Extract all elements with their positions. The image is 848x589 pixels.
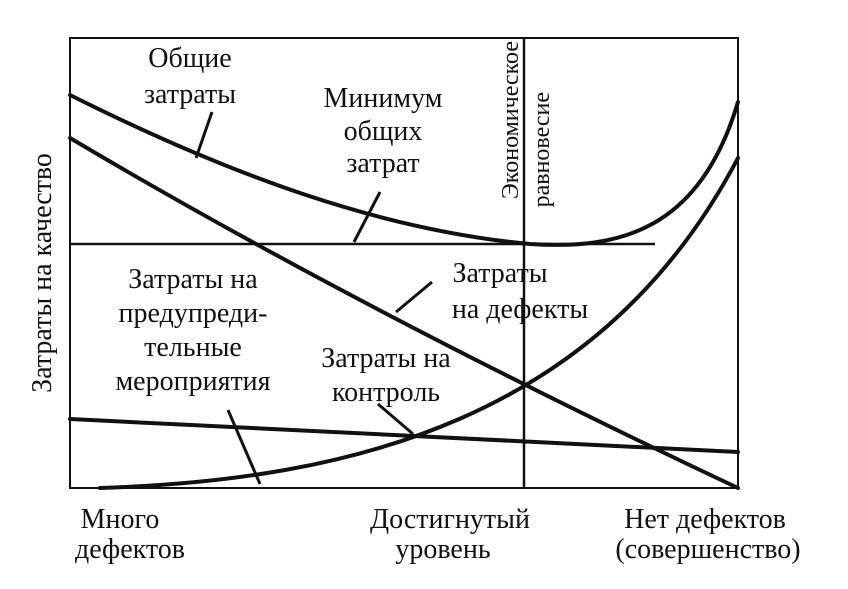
x-label-left-2: дефектов (75, 534, 185, 565)
total-costs-leader (194, 111, 214, 159)
equilibrium-label-2: равновесие (529, 92, 555, 207)
control-label-2: контроль (332, 377, 440, 408)
x-label-left-1: Много (81, 504, 160, 535)
prevention-label-3: тельные (144, 332, 242, 363)
prevention-label-2: предупреди- (119, 298, 268, 329)
total-costs-curve (68, 93, 740, 247)
minimum-label-1: Минимум (324, 83, 443, 114)
minimum-label-3: затрат (346, 148, 419, 179)
plot-frame (69, 37, 739, 489)
x-label-right-2: (совершенство) (615, 534, 800, 565)
x-label-right-1: Нет дефектов (624, 504, 786, 535)
prevention-label-1: Затраты на (128, 264, 258, 295)
defects-label-2: на дефекты (452, 294, 588, 325)
prevention-leader (226, 409, 262, 485)
minimum-leader (352, 191, 382, 243)
control-costs-curve (68, 417, 740, 454)
x-label-middle-1: Достигнутый (370, 504, 530, 535)
total-costs-label-2: затраты (144, 79, 236, 110)
defects-leader (395, 280, 433, 314)
y-axis-label: Затраты на качество (27, 153, 58, 393)
x-label-middle-2: уровень (395, 534, 490, 565)
minimum-label-2: общих (344, 116, 423, 147)
control-label-1: Затраты на (321, 343, 451, 374)
control-leader (377, 402, 414, 436)
prevention-costs-curve (98, 156, 740, 490)
equilibrium-label-1: Экономическое (498, 41, 524, 199)
total-costs-label-1: Общие (148, 43, 231, 74)
defect-costs-curve (68, 136, 740, 490)
defects-label-1: Затраты (452, 258, 547, 289)
prevention-label-4: мероприятия (115, 366, 270, 397)
